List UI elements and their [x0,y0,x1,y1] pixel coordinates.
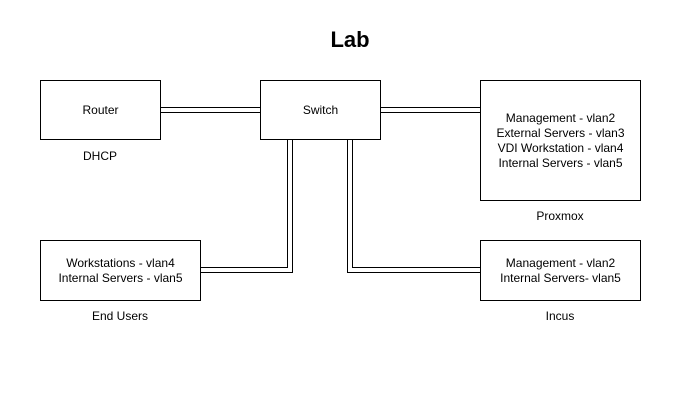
router-node[interactable]: Router [40,80,161,140]
router-caption: DHCP [82,149,117,163]
router-label: Router [82,102,119,117]
diagram-title: Lab [330,27,370,52]
link-switch-proxmox [381,107,480,113]
proxmox-node[interactable]: Management - vlan2 External Servers - vl… [480,80,641,201]
proxmox-vlan-line: External Servers - vlan3 [496,126,625,140]
link-switch-end-users [201,140,293,273]
proxmox-vlan-line: Management - vlan2 [505,111,616,125]
end-users-node[interactable]: Workstations - vlan4 Internal Servers - … [40,240,201,301]
incus-caption: Incus [545,309,575,323]
incus-node[interactable]: Management - vlan2 Internal Servers- vla… [480,240,641,301]
link-router-switch [161,107,260,113]
link-switch-incus [347,140,480,273]
switch-label: Switch [302,102,339,117]
proxmox-vlan-line: Internal Servers - vlan5 [498,156,623,170]
end-users-caption: End Users [91,309,149,323]
proxmox-vlan-line: VDI Workstation - vlan4 [497,141,624,155]
incus-vlan-line: Management - vlan2 [505,255,616,270]
end-users-vlan-line: Internal Servers - vlan5 [58,270,183,285]
switch-node[interactable]: Switch [260,80,381,140]
incus-vlan-line: Internal Servers- vlan5 [500,270,621,285]
proxmox-caption: Proxmox [536,209,584,223]
end-users-vlan-line: Workstations - vlan4 [66,255,175,270]
